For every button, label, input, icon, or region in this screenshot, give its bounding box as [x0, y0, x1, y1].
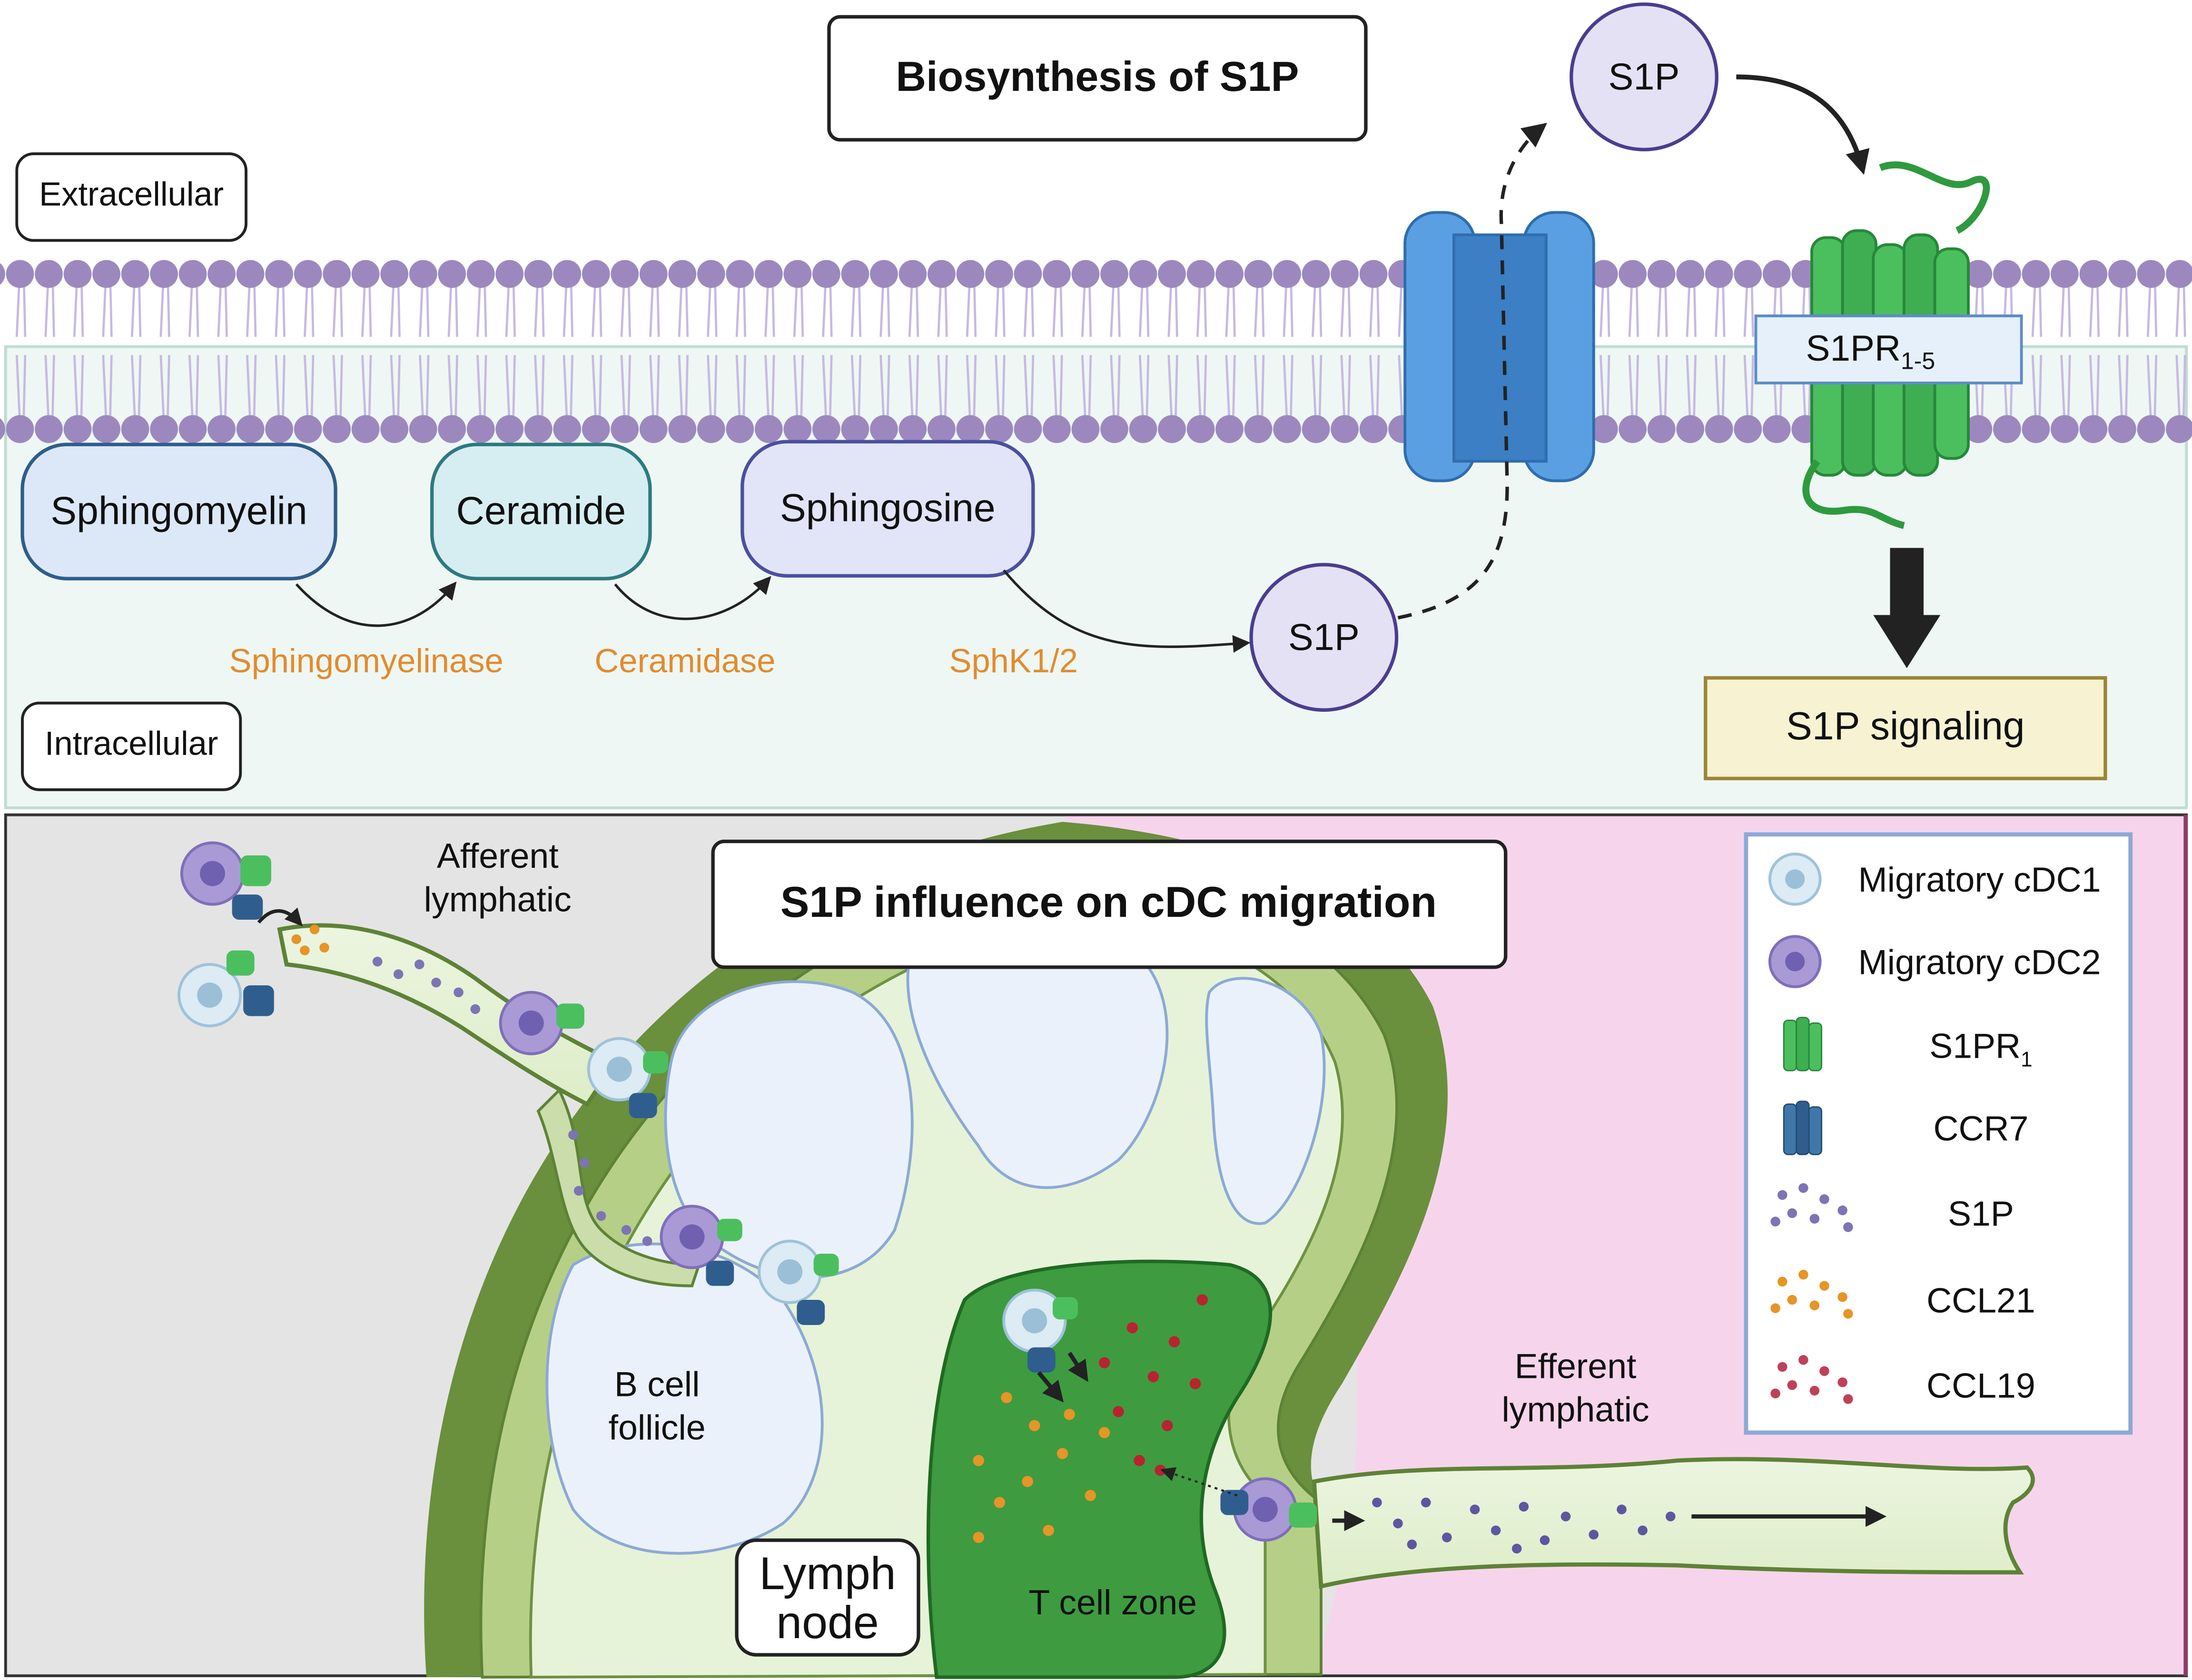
legend-ccl21-icon: [1770, 1269, 1853, 1319]
extracellular-label-box: [15, 152, 247, 242]
top-title-box: [827, 15, 1368, 142]
follicle-4: [1205, 977, 1326, 1225]
sphingomyelin-label: Sphingomyelin: [50, 490, 307, 533]
ccl19-dots: [1098, 1294, 1208, 1476]
afferent-label-line2: lymphatic: [424, 880, 572, 919]
arrow-receptor-to-signaling: [1873, 548, 1941, 668]
t-cell-zone: [926, 1259, 1273, 1679]
follicle-2: [664, 980, 914, 1279]
efferent-lymphatic: [1312, 1457, 2035, 1589]
legend-s1p-label: S1P: [1948, 1194, 2014, 1233]
receptor-label-subscript: 1-5: [1901, 348, 1935, 374]
svg-text:S1PR1-5: S1PR1-5: [1806, 328, 1935, 374]
bottom-title-box: [711, 839, 1508, 969]
legend-ccr7-icon: [1783, 1100, 1823, 1155]
b-cell-follicle: [545, 1242, 824, 1555]
s1p-inside-circle: [1249, 563, 1399, 712]
s1p-inside-label: S1P: [1288, 616, 1360, 658]
legend-s1p-icon: [1770, 1183, 1853, 1232]
enzyme-sphingomyelinase: Sphingomyelinase: [229, 642, 504, 679]
afferent-ccl21-dots: [291, 924, 329, 955]
lymph-node-label-box: [735, 1538, 920, 1657]
cdc1-cell-medulla: [758, 1239, 839, 1325]
bottom-title: S1P influence on cDC migration: [780, 878, 1437, 926]
cdc2-cell-sinus: [499, 991, 584, 1055]
cdc1-cell-afferent-bottom: [178, 950, 274, 1028]
receptor-label: S1PR: [1806, 328, 1901, 369]
s1p-outside-label: S1P: [1609, 55, 1680, 98]
b-cell-label-line2: follicle: [609, 1408, 706, 1447]
arrow-t-zone-2: [1067, 1352, 1088, 1382]
t-cell-zone-label: T cell zone: [1028, 1583, 1197, 1622]
ceramide-label: Ceramide: [456, 490, 626, 533]
afferent-label-line1: Afferent: [437, 836, 559, 875]
cdc1-cell-t-zone: [1002, 1288, 1078, 1373]
cdc2-cell-afferent-top: [180, 841, 271, 920]
legend-cdc2-icon: [1768, 935, 1822, 988]
cdc2-cell-medulla: [660, 1205, 742, 1286]
efferent-s1p-dots: [1372, 1497, 1676, 1554]
legend-s1pr1-subscript: 1: [2021, 1048, 2033, 1071]
legend: Migratory cDC1 Migratory cDC2 S1PR1 CCR7…: [1744, 832, 2133, 1435]
legend-ccl19-icon: [1770, 1355, 1853, 1404]
legend-s1pr1-icon: [1783, 1017, 1823, 1071]
legend-cdc2-label: Migratory cDC2: [1858, 943, 2101, 982]
afferent-s1p-dots: [372, 956, 652, 1246]
arrow-t-zone-1: [1037, 1371, 1064, 1403]
enzyme-sphk: SphK1/2: [949, 642, 1077, 679]
s1pr-receptor-icon: S1PR1-5: [1754, 161, 2023, 529]
legend-cdc1-label: Migratory cDC1: [1858, 860, 2101, 899]
s1p-outside-circle: [1570, 2, 1718, 152]
arrow-ceramide-to-sphingosine: [614, 576, 771, 620]
legend-ccl21-label: CCL21: [1926, 1281, 2035, 1320]
extracellular-label: Extracellular: [39, 175, 224, 213]
lymph-node-label-line1: Lymph: [759, 1547, 896, 1599]
cdc2-cell-efferent: [1220, 1477, 1317, 1542]
arrow-s1p-to-receptor: [1736, 74, 1870, 175]
arrow-sphingosine-to-s1p: [1003, 569, 1251, 653]
top-title: Biosynthesis of S1P: [896, 53, 1299, 100]
ccl21-dots: [973, 1392, 1110, 1543]
s1p-signaling-label: S1P signaling: [1786, 705, 2025, 748]
s1p-signaling-box: [1704, 676, 2107, 780]
ceramide-box: [430, 442, 652, 580]
efferent-label-line2: lymphatic: [1502, 1390, 1649, 1429]
b-cell-label-line1: B cell: [614, 1365, 700, 1404]
intracellular-label-box: [21, 701, 242, 791]
legend-cdc1-icon: [1768, 852, 1822, 906]
arrow-s1p-export: [1397, 123, 1548, 620]
legend-ccl19-label: CCL19: [1926, 1366, 2035, 1405]
arrow-t-zone-to-efferent: [1160, 1467, 1238, 1497]
sphingosine-box: [741, 440, 1035, 578]
svg-text:S1PR1: S1PR1: [1929, 1027, 2032, 1071]
arrow-sphingomyelin-to-ceramide: [295, 581, 457, 627]
legend-s1pr1-label: S1PR: [1929, 1027, 2021, 1066]
sphingomyelin-box: [20, 442, 337, 580]
transporter-channel: [1403, 211, 1595, 482]
legend-ccr7-label: CCR7: [1933, 1109, 2028, 1148]
arrow-afferent-entry: [257, 907, 303, 926]
lymph-node-label-line2: node: [776, 1596, 879, 1648]
cdc1-cell-sinus: [587, 1037, 669, 1119]
intracellular-label: Intracellular: [45, 724, 218, 762]
sphingosine-label: Sphingosine: [780, 487, 996, 530]
enzyme-ceramidase: Ceramidase: [594, 642, 775, 679]
efferent-label-line1: Efferent: [1515, 1346, 1637, 1385]
